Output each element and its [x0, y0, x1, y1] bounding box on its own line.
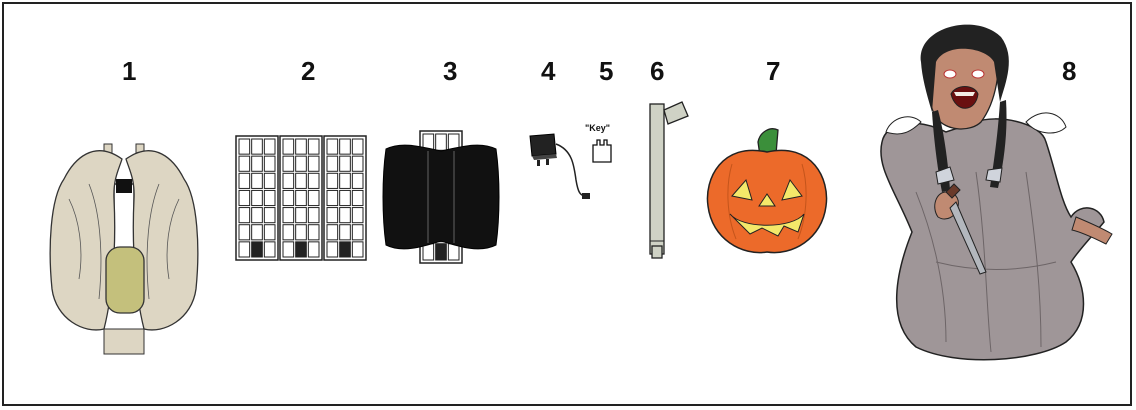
key-connector-icon	[592, 139, 612, 163]
jack-o-lantern-icon	[706, 128, 828, 254]
mesh-panel-with-black-fabric-icon	[382, 130, 500, 264]
part-number-8: 8	[1062, 56, 1077, 86]
key-label: "Key"	[585, 123, 611, 133]
part-number-1: 1	[122, 56, 137, 86]
part-number-6: 6	[650, 56, 665, 86]
ac-adapter-icon	[529, 133, 590, 199]
three-mesh-panels-icon	[235, 135, 367, 261]
part-number-3: 3	[443, 56, 458, 86]
part-number-7: 7	[766, 56, 781, 86]
part-number-5: 5	[599, 56, 614, 86]
part-number-2: 2	[301, 56, 316, 86]
part-number-4: 4	[541, 56, 556, 86]
costume-frame-with-fabric-and-battery-box-icon	[49, 143, 199, 355]
creepy-girl-with-knife-figure-icon	[880, 24, 1113, 361]
support-pole-icon	[649, 101, 689, 259]
